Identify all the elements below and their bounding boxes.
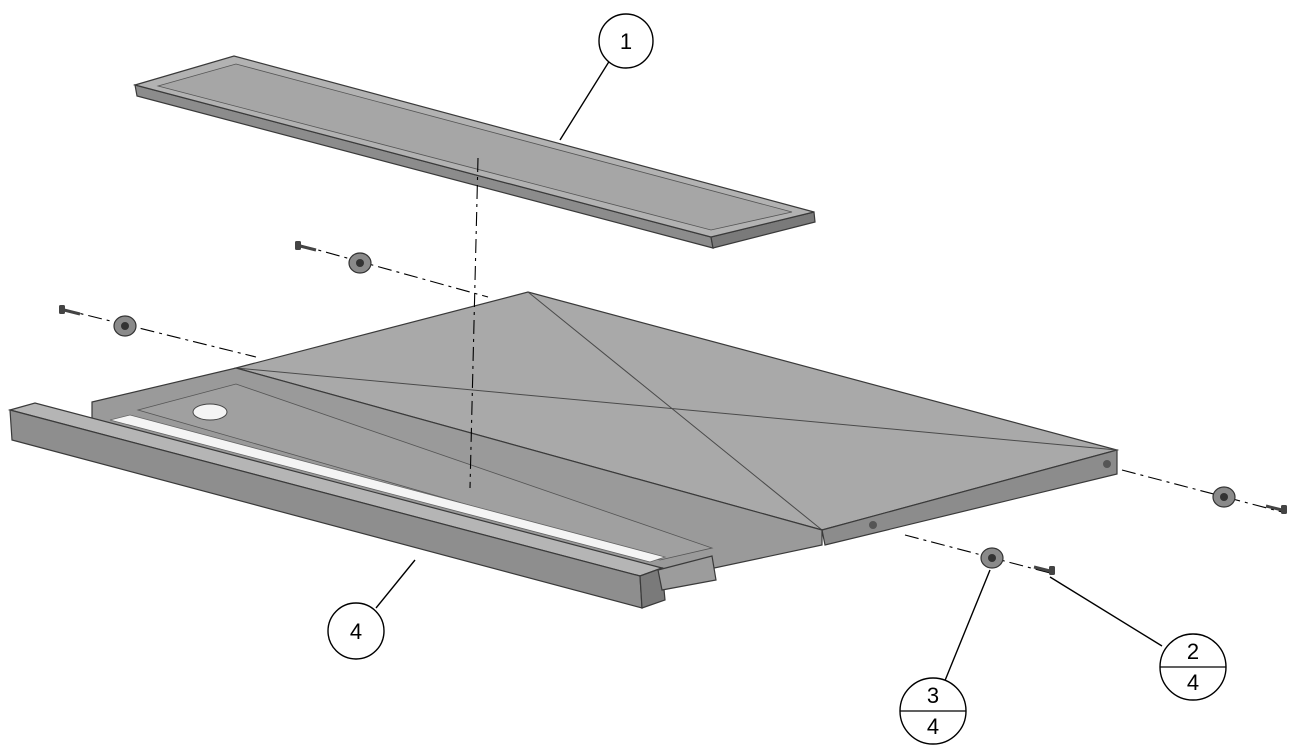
screw-axis-right-rear — [1121, 469, 1287, 514]
hardware-left-front — [59, 305, 137, 337]
screw-icon — [1265, 504, 1287, 514]
leader-part-2 — [1049, 576, 1163, 647]
panel-front-edge — [821, 449, 1118, 546]
leader-lines — [375, 59, 1163, 684]
front-rail-end — [639, 567, 666, 609]
tray-drop-centerline — [469, 157, 479, 489]
callout-balloon-1: 1 — [598, 13, 654, 69]
washer-icon — [113, 315, 137, 337]
callout-part-number: 3 — [927, 683, 939, 708]
panel-hole — [192, 403, 228, 421]
assembly-centerlines — [61, 157, 1287, 575]
panel-bolt-hole — [869, 521, 877, 529]
main-panel-part — [7, 291, 1120, 609]
tray-inner-floor — [156, 63, 793, 231]
callout-number: 4 — [350, 619, 362, 644]
screw-icon — [59, 305, 81, 316]
washer-icon — [980, 547, 1004, 569]
screw-icon — [1033, 565, 1055, 575]
screw-axis-right-front — [904, 534, 1055, 575]
callout-part-number: 2 — [1187, 639, 1199, 664]
hardware-right-front — [980, 547, 1055, 575]
top-tray-part — [132, 55, 816, 249]
callout-balloon-4: 4 — [327, 602, 385, 660]
screw-axis-left-rear — [299, 244, 489, 298]
panel-fold-line — [527, 291, 823, 531]
callout-quantity: 4 — [927, 714, 939, 739]
callout-balloon-3: 3 4 — [899, 677, 967, 745]
leader-part-1 — [559, 59, 611, 141]
panel-bolt-hole — [1103, 460, 1111, 468]
panel-end-cap — [657, 555, 717, 591]
washer-icon — [348, 252, 372, 274]
hardware-left-rear — [295, 241, 372, 274]
screw-axis-left-front — [61, 308, 257, 358]
callout-quantity: 4 — [1187, 670, 1199, 695]
washer-icon — [1212, 486, 1236, 508]
callout-balloon-2: 2 4 — [1159, 633, 1227, 701]
callout-number: 1 — [620, 29, 632, 54]
panel-slot — [109, 414, 667, 563]
screw-icon — [295, 241, 317, 252]
leader-part-3 — [943, 569, 991, 684]
hardware-right-rear — [1212, 486, 1287, 514]
leader-part-4 — [375, 559, 416, 609]
panel-fold-line — [235, 367, 1118, 451]
